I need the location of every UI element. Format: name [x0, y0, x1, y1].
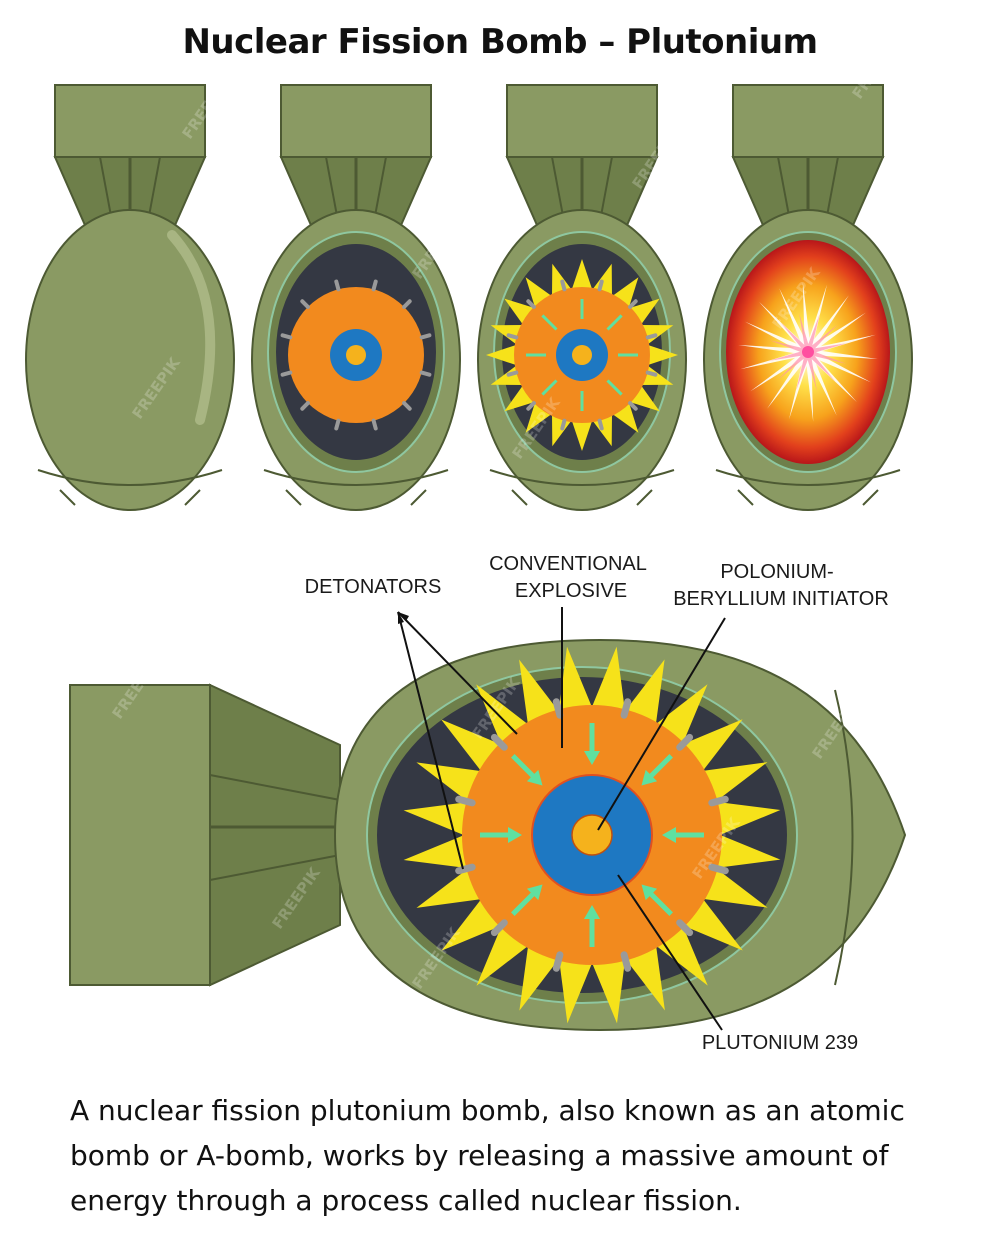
detonator [708, 863, 729, 875]
label-initiator-line1: POLONIUM- [720, 561, 833, 583]
tail-fin-box [280, 84, 432, 158]
implosion-arrowhead [662, 827, 676, 843]
detonator [419, 370, 432, 377]
initiator [346, 345, 366, 365]
nose-detail [737, 489, 879, 506]
tail-fin-box [732, 84, 884, 158]
fin-divider [209, 774, 341, 801]
nose-band [834, 689, 854, 986]
detonator [419, 333, 432, 340]
detonator [280, 333, 293, 340]
implosion-arrowhead [584, 905, 600, 919]
detonator [371, 418, 378, 431]
diagram-title: Nuclear Fission Bomb – Plutonium [182, 22, 818, 62]
bomb-stage-detonation [703, 84, 913, 511]
tail-neck [209, 683, 341, 987]
bomb-detailed-cross-section [69, 638, 907, 1032]
implosion-arrow [541, 314, 558, 331]
implosion-arrowhead [641, 769, 658, 786]
nose-detail [285, 489, 427, 506]
tail-fin-box [69, 684, 211, 986]
implosion-arrow [541, 379, 558, 396]
initiator [572, 345, 592, 365]
fin-divider [209, 854, 341, 881]
bomb-stage-intact [25, 84, 235, 511]
tail-fin-box [506, 84, 658, 158]
label-plutonium-239: PLUTONIUM 239 [702, 1032, 858, 1054]
nose-band [489, 469, 675, 486]
detonator [526, 299, 536, 309]
implosion-arrow [606, 379, 623, 396]
detonator [645, 370, 658, 377]
detonator [300, 401, 310, 411]
blast-center [802, 346, 814, 358]
nose-detail [59, 489, 201, 506]
implosion-arrowhead [641, 884, 658, 901]
detonator [620, 698, 632, 719]
leader-lines [397, 607, 726, 1031]
detonator [300, 299, 310, 309]
tail-fin-box [54, 84, 206, 158]
detonator [552, 698, 564, 719]
label-initiator-line2: BERYLLIUM INITIATOR [673, 588, 889, 610]
detonator [597, 418, 604, 431]
caption-paragraph: A nuclear fission plutonium bomb, also k… [70, 1094, 905, 1217]
initiator [571, 814, 613, 856]
detonator [455, 863, 476, 875]
detonator [402, 401, 412, 411]
leader-arrowheads [398, 612, 409, 624]
detonator [334, 279, 341, 292]
nose-detail [511, 489, 653, 506]
implosion-arrowhead [526, 884, 543, 901]
detonator [371, 279, 378, 292]
detonator [560, 279, 567, 292]
detonator [455, 795, 476, 807]
detonator [402, 299, 412, 309]
detonator [334, 418, 341, 431]
detonator [552, 951, 564, 972]
detonator [506, 370, 519, 377]
implosion-arrow [606, 314, 623, 331]
body-highlight [167, 230, 216, 425]
detonator [597, 279, 604, 292]
detonator [280, 370, 293, 377]
detonator [628, 299, 638, 309]
implosion-arrowhead [584, 751, 600, 765]
nose-band [715, 469, 901, 486]
detonator [560, 418, 567, 431]
detonator [676, 733, 694, 751]
implosion-arrowhead [526, 769, 543, 786]
nose-band [37, 469, 223, 486]
detonator [645, 333, 658, 340]
detonator [676, 919, 694, 937]
label-detonators: DETONATORS [305, 576, 442, 598]
detonator [620, 951, 632, 972]
detonator [490, 919, 508, 937]
detonator [506, 333, 519, 340]
bomb-stage-implosion [477, 84, 687, 511]
implosion-arrowhead [508, 827, 522, 843]
nose-band [263, 469, 449, 486]
detonator [708, 795, 729, 807]
label-explosive-line1: CONVENTIONAL [489, 553, 647, 575]
bomb-body [25, 209, 235, 511]
detonator [628, 401, 638, 411]
detonator [490, 733, 508, 751]
detonator [526, 401, 536, 411]
bomb-stage-cross-section [251, 84, 461, 511]
label-explosive-line2: EXPLOSIVE [515, 580, 627, 602]
